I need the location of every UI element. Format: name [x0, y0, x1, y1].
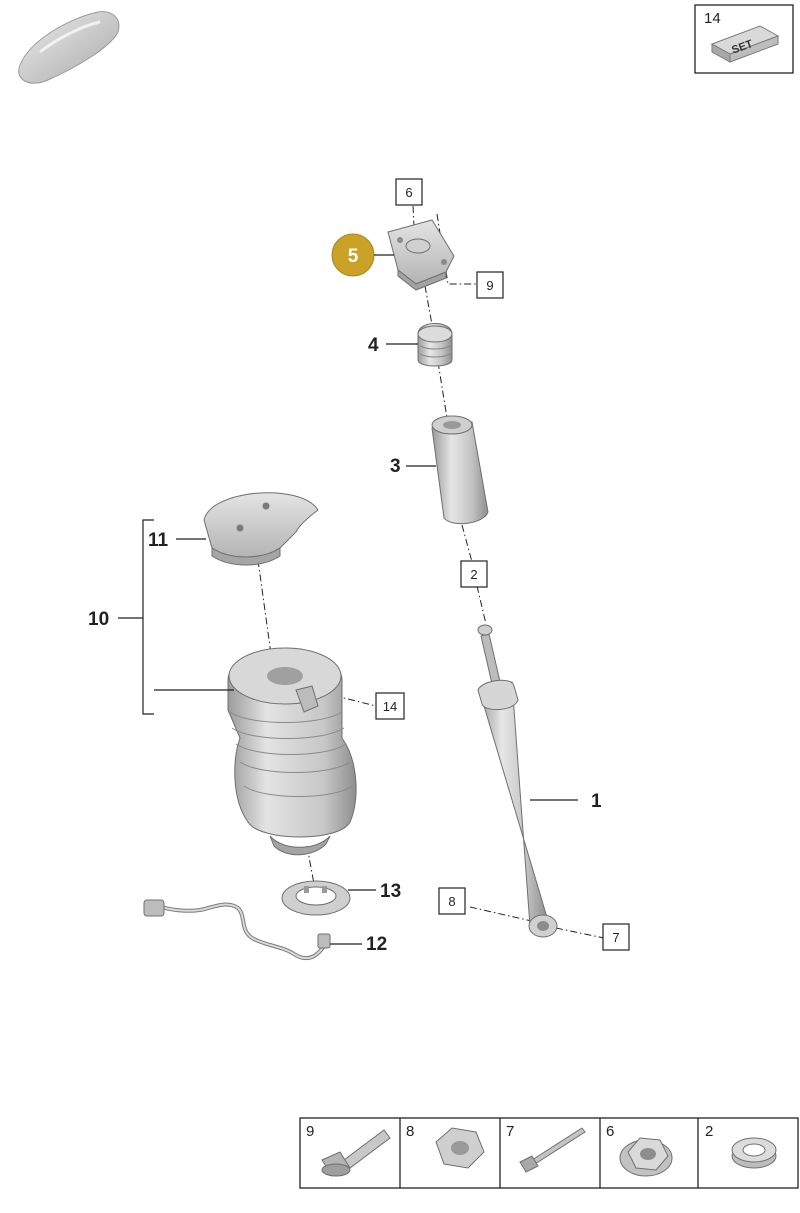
hardware-cell-9[interactable]: 9 — [306, 1123, 391, 1177]
svg-text:12: 12 — [366, 934, 387, 955]
bump-stop-part — [417, 323, 453, 367]
callout-4: 4 — [368, 335, 418, 356]
svg-text:14: 14 — [383, 699, 397, 714]
callout-7-box: 7 — [602, 923, 630, 951]
set-block-icon: SET — [710, 25, 780, 63]
svg-text:2: 2 — [470, 567, 477, 582]
top-mount-part — [387, 219, 455, 291]
svg-text:10: 10 — [88, 609, 109, 630]
svg-text:7: 7 — [506, 1123, 514, 1140]
callout-2-box: 2 — [460, 560, 488, 588]
flange-nut-icon — [619, 1137, 673, 1177]
svg-text:8: 8 — [406, 1123, 414, 1140]
hardware-cell-7[interactable]: 7 — [506, 1123, 586, 1173]
long-bolt-icon — [519, 1127, 586, 1173]
bolt-flange-icon — [321, 1129, 391, 1177]
svg-text:1: 1 — [591, 791, 602, 812]
svg-text:9: 9 — [486, 278, 493, 293]
nut-icon — [435, 1127, 485, 1169]
svg-text:9: 9 — [306, 1123, 314, 1140]
svg-text:6: 6 — [606, 1123, 614, 1140]
group-bracket — [118, 519, 154, 715]
spring-plate-part — [203, 492, 319, 566]
callout-10: 10 — [88, 609, 109, 630]
set-box-number: 14 — [704, 10, 721, 27]
air-spring-part — [227, 647, 357, 856]
callout-3: 3 — [390, 456, 436, 477]
svg-text:6: 6 — [405, 185, 412, 200]
set-box: 14 SET — [694, 4, 794, 74]
svg-text:13: 13 — [380, 881, 401, 902]
callout-11: 11 — [148, 530, 206, 551]
callout-9-box: 9 — [476, 271, 504, 299]
sensor-cable-part — [143, 899, 331, 961]
callout-1: 1 — [530, 791, 602, 812]
hardware-cell-6[interactable]: 6 — [606, 1123, 673, 1177]
callout-14-box: 14 — [375, 692, 405, 720]
svg-text:8: 8 — [448, 894, 455, 909]
svg-text:11: 11 — [148, 530, 169, 551]
hardware-strip: 9 8 7 6 — [299, 1117, 799, 1189]
callout-13: 13 — [348, 881, 401, 902]
callout-5-highlighted[interactable]: 5 — [331, 233, 394, 277]
retaining-ring-part — [281, 880, 351, 916]
callout-12: 12 — [330, 934, 387, 955]
hardware-cell-8[interactable]: 8 — [406, 1123, 485, 1169]
svg-text:7: 7 — [612, 930, 619, 945]
washer-icon — [731, 1137, 777, 1169]
shock-absorber-part — [477, 624, 558, 938]
svg-text:2: 2 — [705, 1123, 713, 1140]
callout-6-box: 6 — [395, 178, 423, 206]
svg-text:5: 5 — [348, 246, 359, 267]
svg-text:4: 4 — [368, 335, 379, 356]
svg-text:3: 3 — [390, 456, 401, 477]
callout-8-box: 8 — [438, 887, 466, 915]
protective-tube-part — [431, 415, 489, 525]
vehicle-thumbnail-icon — [18, 11, 120, 84]
hardware-cell-2[interactable]: 2 — [705, 1123, 777, 1169]
